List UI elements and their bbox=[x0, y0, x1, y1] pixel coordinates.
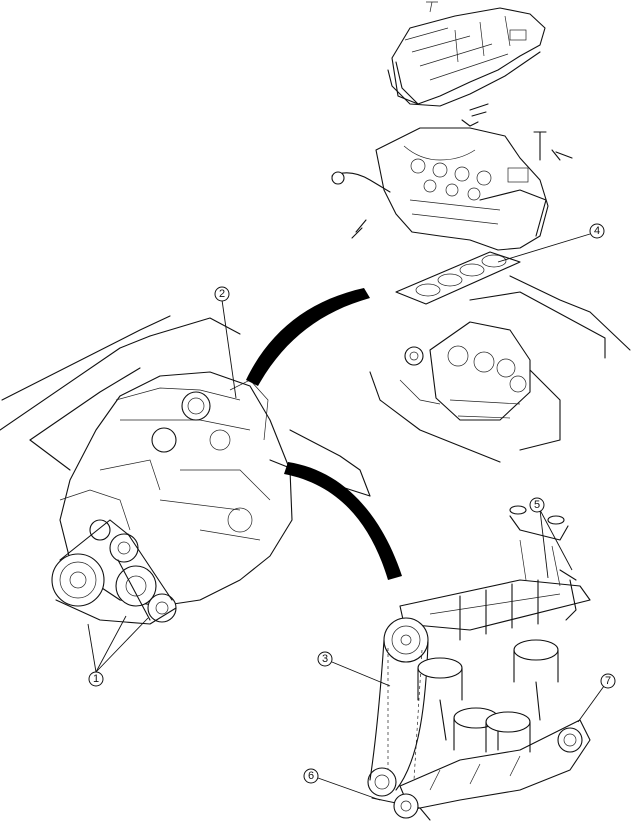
valve-train-assembly bbox=[399, 505, 591, 641]
cylinder-block-view bbox=[369, 275, 631, 463]
callout-7-label: 7 bbox=[605, 675, 611, 687]
leader-lines bbox=[87, 233, 605, 801]
engine-assembly bbox=[59, 371, 293, 607]
callout-3: 3 bbox=[317, 651, 333, 667]
callout-6: 6 bbox=[303, 768, 319, 784]
callout-6-label: 6 bbox=[308, 770, 314, 782]
timing-chain bbox=[367, 617, 431, 821]
cylinder-head-cover bbox=[387, 1, 546, 107]
cylinder-head bbox=[331, 127, 549, 251]
engine-bay-outline bbox=[0, 315, 371, 497]
cylinder-head-gasket bbox=[395, 251, 521, 305]
callout-2-label: 2 bbox=[219, 288, 225, 300]
pistons-and-crankshaft bbox=[393, 639, 591, 819]
drive-belt-and-pulleys bbox=[51, 489, 177, 625]
callout-1: 1 bbox=[88, 671, 104, 687]
arrow-to-cylinder-head bbox=[246, 288, 370, 386]
callout-5: 5 bbox=[529, 497, 545, 513]
callout-2: 2 bbox=[214, 286, 230, 302]
arrow-to-crank-assembly bbox=[284, 462, 402, 580]
callout-3-label: 3 bbox=[322, 653, 328, 665]
callout-5-label: 5 bbox=[534, 499, 540, 511]
callout-4-label: 4 bbox=[594, 225, 600, 237]
callout-1-label: 1 bbox=[93, 673, 99, 685]
bolt-group-top bbox=[461, 103, 573, 161]
callout-7: 7 bbox=[600, 673, 616, 689]
callout-4: 4 bbox=[589, 223, 605, 239]
